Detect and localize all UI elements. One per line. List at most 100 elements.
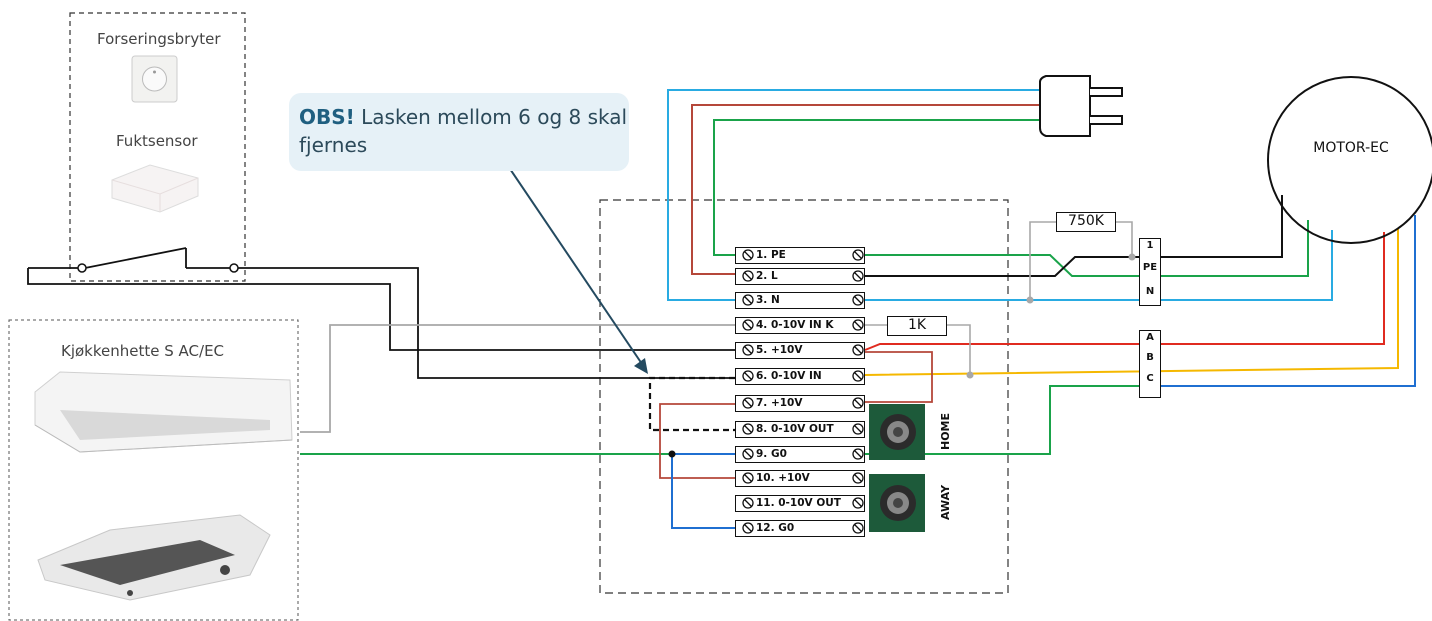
- plug-blue-wire: [667, 89, 1040, 301]
- terminal-9-label: 9. G0: [756, 448, 787, 460]
- terminal-7-label: 7. +10V: [756, 397, 803, 409]
- terminal-1-label: 1. PE: [756, 249, 786, 261]
- note-text: OBS! Lasken mellom 6 og 8 skal fjernes: [299, 103, 629, 159]
- terminal-3: 3. N: [735, 292, 865, 309]
- motor-signal-strip: [1139, 330, 1161, 398]
- terminal-11-label: 11. 0-10V OUT: [756, 497, 841, 509]
- terminal-screw-icon: [852, 294, 864, 306]
- terminal-10-label: 10. +10V: [756, 472, 810, 484]
- terminal-screw-icon: [852, 319, 864, 331]
- terminal-screw-icon: [742, 294, 754, 306]
- signal-pin-b: B: [1146, 352, 1154, 363]
- r1k-right-lead: [947, 324, 971, 375]
- link-7-10: [659, 403, 735, 479]
- link-5-7: [865, 351, 933, 403]
- motor-circle: [1267, 76, 1432, 244]
- switch-contact-right: [229, 263, 239, 273]
- switch-wires: [27, 247, 735, 379]
- pe-green-out: [865, 220, 1309, 277]
- control-box: [599, 199, 1009, 594]
- terminal-screw-icon: [742, 423, 754, 435]
- terminal-screw-icon: [852, 344, 864, 356]
- jumper-6-8: [648, 376, 735, 432]
- terminal-screw-icon: [742, 497, 754, 509]
- terminal-screw-icon: [852, 370, 864, 382]
- live-black-out: [865, 195, 1283, 277]
- terminal-screw-icon: [742, 270, 754, 282]
- terminal-8-label: 8. 0-10V OUT: [756, 423, 834, 435]
- terminal-12: 12. G0: [735, 520, 865, 537]
- potentiometer-away: [869, 474, 925, 532]
- terminal-screw-icon: [742, 397, 754, 409]
- home-label: HOME: [939, 412, 952, 450]
- away-label: AWAY: [939, 484, 952, 520]
- terminal-3-label: 3. N: [756, 294, 780, 306]
- motor-power-strip: [1139, 238, 1161, 306]
- terminal-screw-icon: [852, 522, 864, 534]
- terminal-screw-icon: [852, 448, 864, 460]
- terminal-5-label: 5. +10V: [756, 344, 803, 356]
- terminal-1: 1. PE: [735, 247, 865, 264]
- terminal-screw-icon: [852, 497, 864, 509]
- terminal-screw-icon: [742, 522, 754, 534]
- note-emphasis: OBS!: [299, 105, 355, 129]
- terminal-11: 11. 0-10V OUT: [735, 495, 865, 512]
- signal-yellow-wire: [864, 228, 1399, 376]
- terminal-4: 4. 0-10V IN K: [735, 317, 865, 334]
- motor-pin-1: 1: [1146, 240, 1154, 251]
- g0-green-wire: [865, 385, 1140, 455]
- signal-red-wire: [864, 232, 1385, 351]
- terminal-5: 5. +10V: [735, 342, 865, 359]
- motor-label: MOTOR-EC: [1313, 140, 1389, 156]
- note-body: Lasken mellom 6 og 8 skal fjernes: [299, 105, 628, 157]
- terminal-screw-icon: [742, 344, 754, 356]
- r750k-right-lead: [1116, 221, 1133, 257]
- switch-contact-left: [77, 263, 87, 273]
- note-callout: [289, 93, 629, 171]
- signal-blue-wire: [1049, 215, 1416, 454]
- note-arrow-head: [634, 358, 648, 374]
- junction-750k-l: [1128, 253, 1136, 261]
- humidity-sensor-label: Fuktsensor: [116, 132, 198, 150]
- signal-pin-a: A: [1146, 332, 1154, 343]
- terminal-screw-icon: [852, 397, 864, 409]
- plug-icon: [1039, 75, 1123, 137]
- terminal-screw-icon: [852, 472, 864, 484]
- neutral-blue-out: [865, 230, 1333, 301]
- terminal-screw-icon: [742, 319, 754, 331]
- terminal-7: 7. +10V: [735, 395, 865, 412]
- terminal-10: 10. +10V: [735, 470, 865, 487]
- kitchen-hood-top-icon: [34, 371, 293, 453]
- terminal-screw-icon: [852, 423, 864, 435]
- terminal-screw-icon: [742, 249, 754, 261]
- terminal-8: 8. 0-10V OUT: [735, 421, 865, 438]
- terminal-screw-icon: [852, 249, 864, 261]
- terminal-2: 2. L: [735, 268, 865, 285]
- forcing-switch-label: Forseringsbryter: [97, 30, 221, 48]
- kitchen-hood-box: [8, 319, 299, 621]
- kitchen-hood-label: Kjøkkenhette S AC/EC: [61, 342, 225, 360]
- motor-pin-pe: PE: [1142, 262, 1158, 273]
- terminal-9: 9. G0: [735, 446, 865, 463]
- signal-pin-c: C: [1146, 373, 1154, 384]
- resistor-750k: 750K: [1056, 212, 1116, 232]
- junction-750k-n: [1026, 296, 1034, 304]
- hood-gray-wire: [300, 324, 735, 433]
- resistor-1k: 1K: [887, 316, 947, 336]
- kitchen-hood-bottom-icon: [37, 514, 271, 601]
- terminal-screw-icon: [852, 270, 864, 282]
- plug-green-wire: [713, 119, 1040, 256]
- terminal-screw-icon: [742, 472, 754, 484]
- terminal-6-label: 6. 0-10V IN: [756, 370, 822, 382]
- terminal-2-label: 2. L: [756, 270, 778, 282]
- terminal-4-label: 4. 0-10V IN K: [756, 319, 834, 331]
- terminal-12-label: 12. G0: [756, 522, 795, 534]
- junction-g0: [668, 450, 676, 458]
- r750k-left-lead: [1029, 221, 1056, 300]
- potentiometer-home: [869, 404, 925, 460]
- switch-sensor-box: [69, 12, 246, 282]
- link-9-12: [671, 453, 735, 529]
- junction-1k: [966, 371, 974, 379]
